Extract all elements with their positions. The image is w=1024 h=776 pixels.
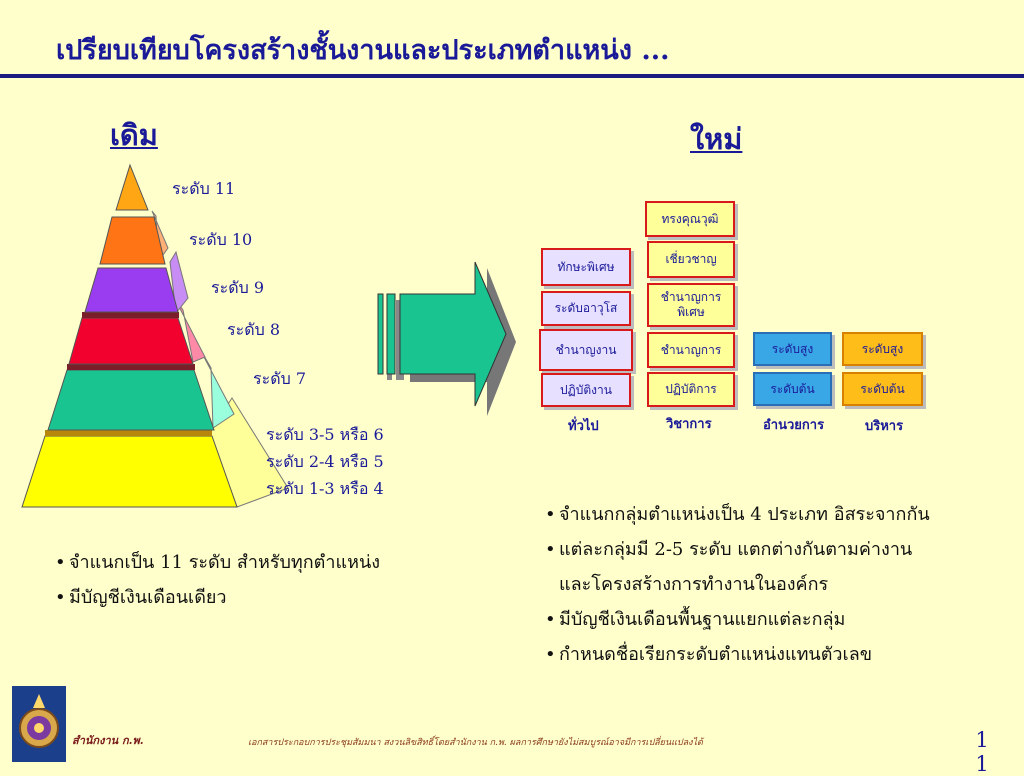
level-7-label: ระดับ 7 bbox=[253, 369, 306, 388]
bullet-dot-icon: • bbox=[545, 609, 556, 630]
academic-box-expert: เชี่ยวชาญ bbox=[647, 241, 735, 278]
bullet-dot-icon: • bbox=[55, 587, 66, 608]
old-bullet-1: •จำแนกเป็น 11 ระดับ สำหรับทุกตำแหน่ง bbox=[55, 545, 380, 580]
pyramid-tier-1-rim bbox=[45, 430, 212, 436]
right-arrow-icon bbox=[377, 261, 516, 416]
general-box-experienced: ชำนาญงาน bbox=[539, 329, 633, 371]
pyramid-tier-4 bbox=[84, 267, 179, 313]
director-box-high: ระดับสูง bbox=[753, 332, 832, 366]
level-2-5-label: ระดับ 2-4 หรือ 5 bbox=[266, 452, 384, 471]
new-heading: ใหม่ bbox=[690, 122, 743, 156]
new-bullet-1-text: จำแนกกลุ่มตำแหน่งเป็น 4 ประเภท อิสระจากก… bbox=[559, 504, 930, 525]
academic-box-expert-senior: ทรงคุณวุฒิ bbox=[645, 201, 735, 237]
bullet-dot-icon: • bbox=[55, 552, 66, 573]
new-bullet-4-text: กำหนดชื่อเรียกระดับตำแหน่งแทนตัวเลข bbox=[559, 644, 873, 665]
pyramid-tier-3 bbox=[68, 317, 194, 365]
new-bullet-list: •จำแนกกลุ่มตำแหน่งเป็น 4 ประเภท อิสระจาก… bbox=[545, 497, 930, 672]
page-number-line-2: 1 bbox=[975, 752, 989, 776]
general-box-operational: ปฏิบัติงาน bbox=[541, 373, 631, 407]
pyramid-tier-2-rim bbox=[67, 364, 195, 370]
group-director-label: อำนวยการ bbox=[763, 418, 825, 433]
academic-box-practitioner: ปฏิบัติการ bbox=[647, 372, 735, 407]
pyramid-tier-1 bbox=[21, 435, 238, 508]
bullet-dot-icon: • bbox=[545, 644, 556, 665]
pyramid-tier-3-rim bbox=[82, 312, 179, 318]
page-number: 1 1 bbox=[975, 728, 989, 776]
general-box-senior: ระดับอาวุโส bbox=[541, 291, 631, 326]
new-bullet-2-cont: และโครงสร้างการทำงานในองค์กร bbox=[545, 567, 930, 602]
level-9-label: ระดับ 9 bbox=[211, 278, 264, 297]
bullet-dot-icon: • bbox=[545, 504, 556, 525]
old-bullet-2-text: มีบัญชีเงินเดือนเดียว bbox=[69, 587, 227, 608]
academic-box-professional: ชำนาญการ bbox=[647, 332, 735, 368]
old-bullet-list: •จำแนกเป็น 11 ระดับ สำหรับทุกตำแหน่ง •มี… bbox=[55, 545, 380, 615]
new-bullet-2-cont-text: และโครงสร้างการทำงานในองค์กร bbox=[559, 574, 829, 595]
new-bullet-4: •กำหนดชื่อเรียกระดับตำแหน่งแทนตัวเลข bbox=[545, 637, 930, 672]
group-academic-label: วิชาการ bbox=[666, 417, 712, 432]
executive-box-low: ระดับต้น bbox=[842, 372, 923, 406]
new-bullet-2-text: แต่ละกลุ่มมี 2-5 ระดับ แตกต่างกันตามค่าง… bbox=[559, 539, 913, 560]
academic-box-senior-professional: ชำนาญการพิเศษ bbox=[647, 283, 735, 327]
level-11-label: ระดับ 11 bbox=[172, 179, 236, 198]
group-general-label: ทั่วไป bbox=[568, 419, 599, 434]
pyramid-tier-2 bbox=[47, 369, 215, 431]
new-bullet-3: •มีบัญชีเงินเดือนพื้นฐานแยกแต่ละกลุ่ม bbox=[545, 602, 930, 637]
footer-disclaimer: เอกสารประกอบการประชุมสัมมนา สงวนลิขสิทธิ… bbox=[248, 738, 703, 748]
page-title: เปรียบเทียบโครงสร้างชั้นงานและประเภทตำแห… bbox=[56, 35, 670, 66]
new-bullet-2: •แต่ละกลุ่มมี 2-5 ระดับ แตกต่างกันตามค่า… bbox=[545, 532, 930, 567]
title-divider bbox=[0, 74, 1024, 78]
level-1-4-label: ระดับ 1-3 หรือ 4 bbox=[266, 479, 384, 498]
general-box-special-skill: ทักษะพิเศษ bbox=[541, 248, 631, 286]
level-10-label: ระดับ 10 bbox=[189, 230, 253, 249]
director-box-low: ระดับต้น bbox=[753, 372, 832, 406]
level-8-label: ระดับ 8 bbox=[227, 320, 280, 339]
pyramid-tier-6 bbox=[115, 163, 149, 211]
group-executive-label: บริหาร bbox=[865, 419, 904, 434]
old-bullet-2: •มีบัญชีเงินเดือนเดียว bbox=[55, 580, 380, 615]
old-heading: เดิม bbox=[110, 118, 158, 152]
pyramid-tier-5 bbox=[99, 216, 166, 265]
new-bullet-3-text: มีบัญชีเงินเดือนพื้นฐานแยกแต่ละกลุ่ม bbox=[559, 609, 846, 630]
new-bullet-1: •จำแนกกลุ่มตำแหน่งเป็น 4 ประเภท อิสระจาก… bbox=[545, 497, 930, 532]
old-bullet-1-text: จำแนกเป็น 11 ระดับ สำหรับทุกตำแหน่ง bbox=[69, 552, 381, 573]
executive-box-high: ระดับสูง bbox=[842, 332, 923, 366]
footer-org-name: สำนักงาน ก.พ. bbox=[72, 734, 144, 747]
level-3-6-label: ระดับ 3-5 หรือ 6 bbox=[266, 425, 384, 444]
page-number-line-1: 1 bbox=[975, 728, 989, 752]
bullet-dot-icon: • bbox=[545, 539, 556, 560]
ocsc-seal-icon bbox=[12, 686, 66, 762]
